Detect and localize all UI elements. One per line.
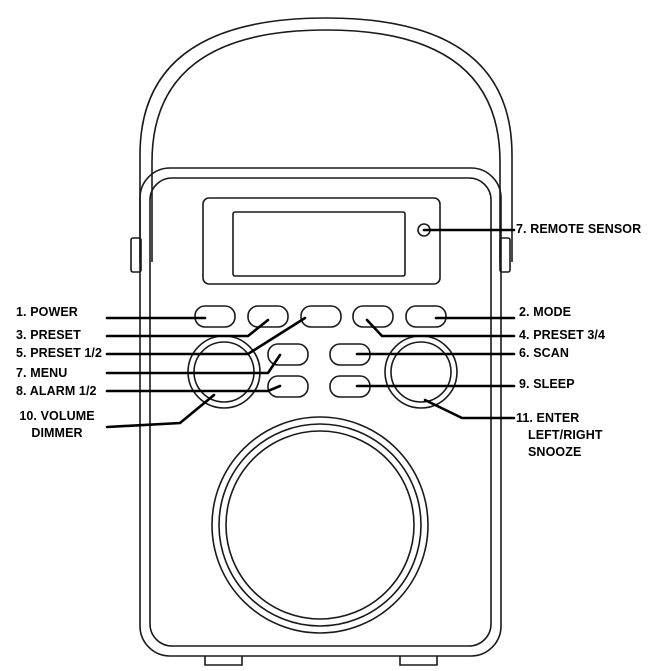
- display-screen: [232, 211, 406, 277]
- handle-outer: [139, 17, 513, 262]
- enter-knob-inner: [390, 341, 452, 403]
- label-mode: 2. MODE: [519, 305, 572, 319]
- button-preset: [247, 305, 289, 328]
- label-preset: 3. PRESET: [16, 328, 81, 342]
- label-enter-group: 11. ENTER LEFT/RIGHT SNOOZE: [516, 410, 603, 461]
- label-scan: 6. SCAN: [519, 346, 570, 360]
- button-preset12: [300, 305, 342, 328]
- hinge-left: [130, 237, 142, 273]
- label-volume: 10. VOLUME: [19, 409, 95, 423]
- label-dimmer: DIMMER: [31, 426, 83, 440]
- leader-preset12: [105, 316, 307, 356]
- button-mode: [405, 305, 447, 328]
- label-alarm: 8. ALARM 1/2: [16, 384, 97, 398]
- leader-preset: [105, 318, 270, 338]
- label-preset12: 5. PRESET 1/2: [16, 346, 103, 360]
- label-snooze: SNOOZE: [528, 445, 582, 459]
- speaker-outer: [211, 416, 429, 634]
- radio-body-outer: [139, 167, 502, 657]
- label-volume-dimmer: 10. VOLUME DIMMER: [12, 408, 102, 442]
- leader-enter: [423, 398, 516, 420]
- button-preset34: [352, 305, 394, 328]
- display-frame: [202, 197, 441, 285]
- enter-knob-outer: [384, 335, 458, 409]
- leader-volume: [105, 393, 216, 429]
- label-power: 1. POWER: [16, 305, 78, 319]
- button-power: [194, 305, 236, 328]
- label-left-right: LEFT/RIGHT: [528, 428, 603, 442]
- foot-left: [204, 656, 243, 666]
- button-alarm: [267, 375, 309, 398]
- leader-alarm: [105, 384, 282, 393]
- speaker-inner: [225, 430, 415, 620]
- label-sleep: 9. SLEEP: [519, 377, 575, 391]
- button-menu: [267, 343, 309, 366]
- label-remote-sensor: 7. REMOTE SENSOR: [516, 222, 642, 236]
- label-menu: 7. MENU: [16, 366, 68, 380]
- radio-body-inner: [149, 177, 492, 647]
- speaker-mid: [218, 423, 422, 627]
- label-enter: 11. ENTER: [516, 411, 580, 425]
- label-preset34: 4. PRESET 3/4: [519, 328, 606, 342]
- leader-preset34: [365, 318, 516, 338]
- handle-inner: [151, 29, 501, 262]
- foot-right: [399, 656, 438, 666]
- hinge-right: [499, 237, 511, 273]
- leader-menu: [105, 353, 282, 375]
